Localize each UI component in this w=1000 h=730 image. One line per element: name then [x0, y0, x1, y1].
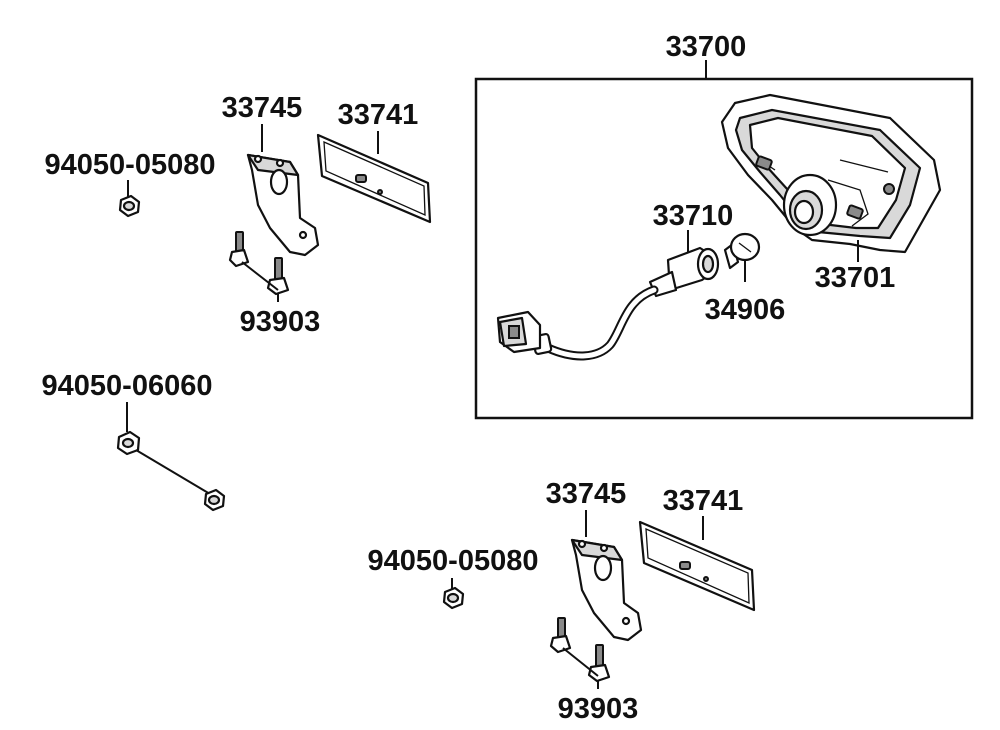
label-33710: 33710 — [653, 200, 734, 232]
label-33745-top: 33745 — [222, 92, 303, 124]
tail-light-housing — [720, 93, 942, 254]
label-33700: 33700 — [666, 31, 747, 63]
label-94050-05080-bottom: 94050-05080 — [368, 545, 539, 577]
long-nut-group: 94050-06060 — [42, 370, 226, 512]
label-33745-bottom: 33745 — [546, 478, 627, 510]
label-34906: 34906 — [705, 294, 786, 326]
assembly-group: 33700 33701 — [474, 31, 974, 420]
label-93903-top: 93903 — [240, 306, 321, 338]
label-93903-bottom: 93903 — [558, 693, 639, 725]
label-33701: 33701 — [815, 262, 896, 294]
socket-harness — [496, 246, 720, 361]
label-94050-05080-top: 94050-05080 — [45, 149, 216, 181]
label-94050-06060: 94050-06060 — [42, 370, 213, 402]
label-33741-top: 33741 — [338, 99, 419, 131]
upper-bracket-group: 33745 33741 94050-05080 93903 — [45, 92, 432, 338]
assembly-frame — [474, 77, 974, 420]
lower-bracket-group: 33745 33741 94050-05080 93903 — [368, 478, 756, 725]
bulb — [723, 232, 761, 270]
label-33741-bottom: 33741 — [663, 485, 744, 517]
